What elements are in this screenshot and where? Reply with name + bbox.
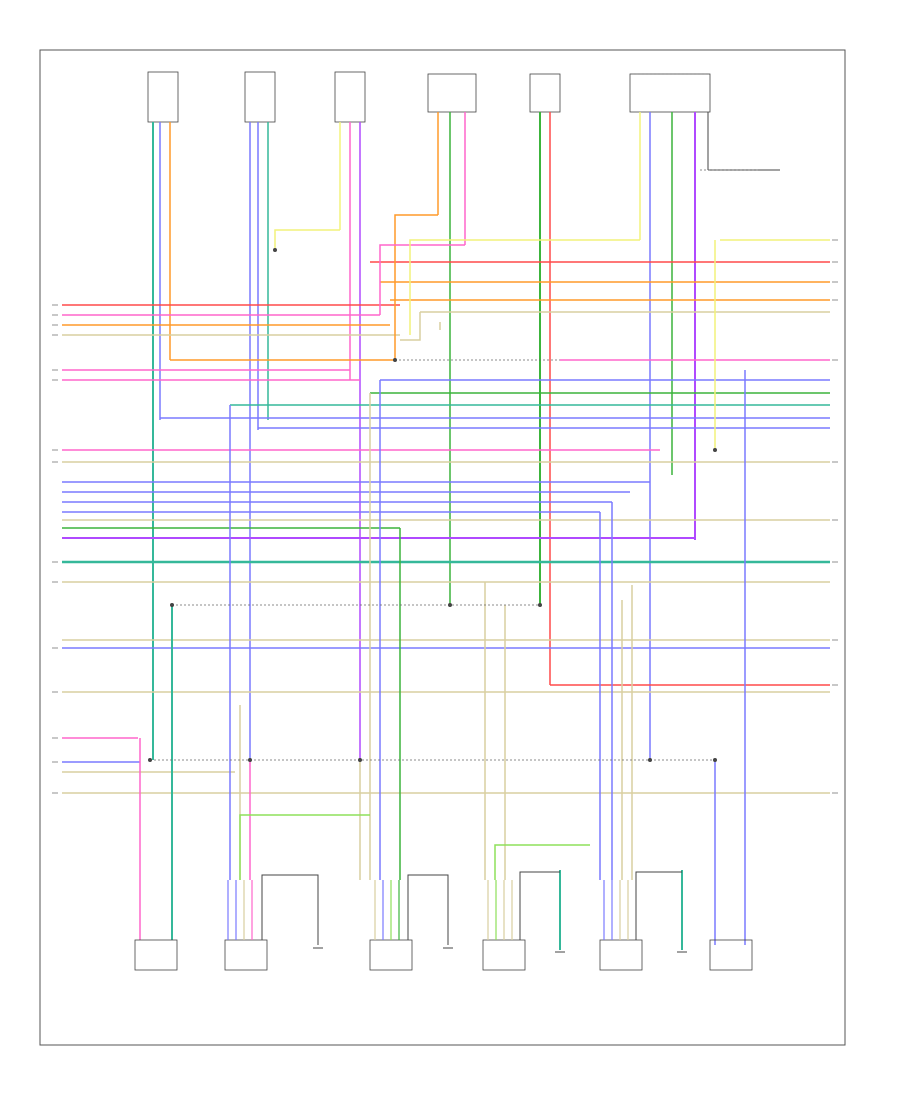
splice-dot: [393, 358, 397, 362]
right-wires: [160, 239, 830, 945]
splice-lines: [150, 169, 760, 761]
wire: [635, 871, 682, 940]
splice-dot: [538, 603, 542, 607]
connector-box-4: [427, 73, 477, 113]
bottom-components: [134, 871, 753, 971]
splice-dot: [170, 603, 174, 607]
connector-box-2: [244, 71, 276, 123]
splice-dot: [273, 248, 277, 252]
component-box: [369, 939, 413, 971]
wire: [409, 239, 640, 335]
splice-dot: [248, 758, 252, 762]
diagram-frame: [39, 49, 846, 1046]
mid-drops: [139, 380, 716, 950]
splice-dot: [358, 758, 362, 762]
splice-dot: [448, 603, 452, 607]
splice-dot: [713, 758, 717, 762]
wire: [274, 229, 340, 250]
connector-box-1: [147, 71, 179, 123]
connector-box-3: [334, 71, 366, 123]
component-box: [599, 939, 643, 971]
wire: [261, 874, 319, 945]
wire: [379, 244, 465, 315]
vertical-wires: [152, 112, 780, 760]
wire: [394, 214, 438, 360]
upper-routing: [170, 214, 640, 361]
wire: [494, 844, 590, 880]
splice-dot: [648, 758, 652, 762]
wire: [400, 312, 421, 341]
component-box: [224, 939, 268, 971]
wire: [239, 814, 370, 880]
component-box: [482, 939, 526, 971]
right-pin-ticks: [832, 239, 838, 794]
top-connectors: [147, 71, 711, 123]
horizontal-wires: [62, 304, 830, 794]
left-pin-ticks: [52, 304, 58, 794]
splice-dot: [713, 448, 717, 452]
splice-dots: [148, 248, 717, 762]
component-box: [134, 939, 178, 971]
wire: [407, 874, 449, 945]
connector-box-5: [529, 73, 561, 113]
wire: [519, 871, 560, 940]
component-box: [709, 939, 753, 971]
connector-box-6: [629, 73, 711, 113]
splice-dot: [148, 758, 152, 762]
